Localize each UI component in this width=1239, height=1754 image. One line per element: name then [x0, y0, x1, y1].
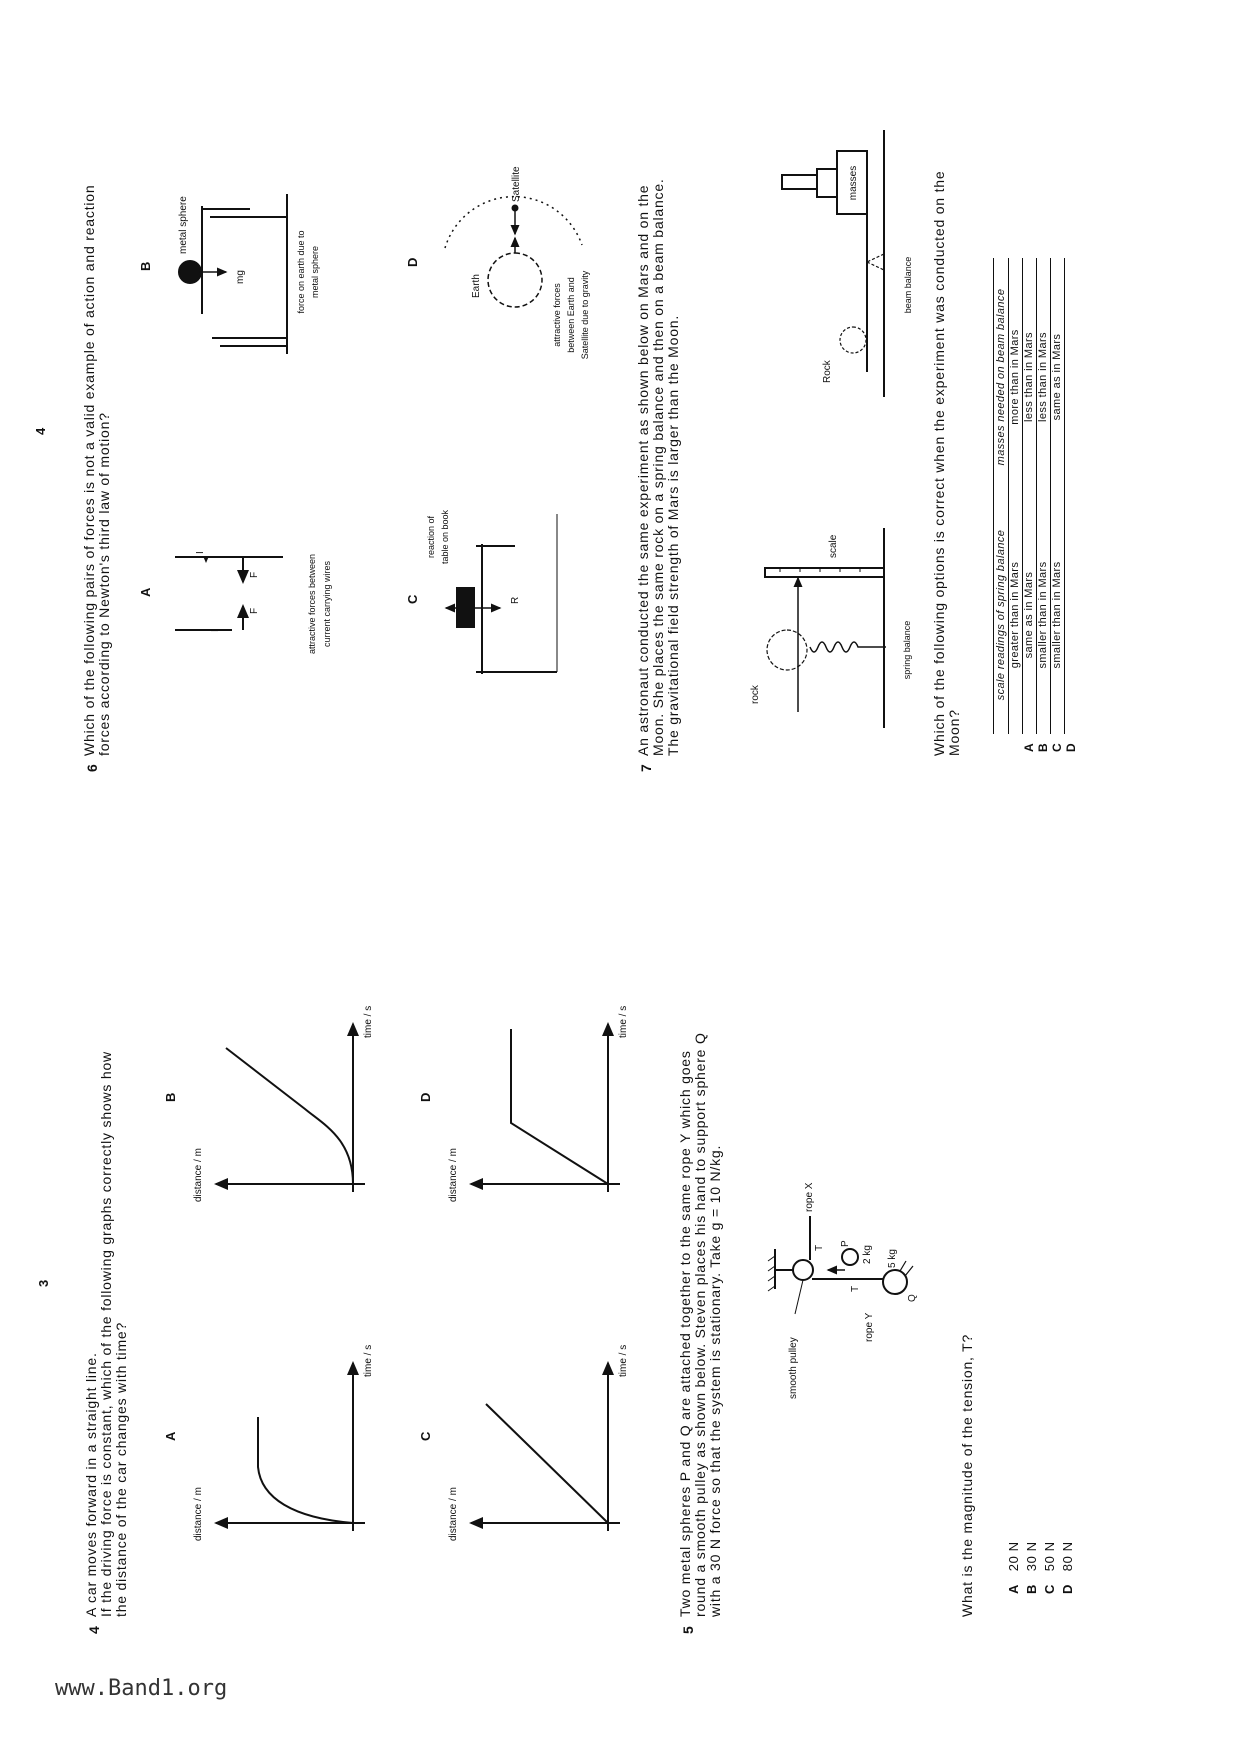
label-rope-y: rope Y — [864, 1312, 875, 1342]
y-axis-label: distance / m — [193, 1148, 204, 1202]
sphere-p-icon — [841, 1248, 859, 1266]
book-icon — [456, 587, 475, 628]
label-masses: masses — [848, 166, 859, 200]
label-satellite: Satellite — [511, 166, 522, 202]
y-axis-label: distance / m — [193, 1487, 204, 1541]
rock-icon — [839, 326, 867, 354]
q6-b-labels: metal sphere mg force on earth due to me… — [178, 196, 320, 314]
label-p-mass: 2 kg — [862, 1245, 873, 1264]
caption: current carrying wires — [322, 560, 332, 647]
mass-block — [816, 168, 838, 198]
label-tension-y: T — [850, 1286, 861, 1292]
sphere-q-icon — [882, 1269, 908, 1295]
scale-ruler — [764, 567, 885, 578]
smooth-pulley-icon — [792, 1259, 814, 1281]
x-axis-label: time / s — [363, 1345, 374, 1377]
caption: attractive forces — [552, 283, 562, 347]
q6-option-a-letter[interactable]: A — [138, 587, 153, 597]
q6-b-sphere-diagram — [178, 194, 288, 354]
label-mg: mg — [235, 270, 246, 284]
q7-beam-labels: Rock masses beam balance — [822, 166, 913, 383]
q6-option-c-letter[interactable]: C — [405, 594, 420, 604]
label-rope-x: rope X — [804, 1182, 815, 1212]
q7-spring-labels: rock scale spring balance — [750, 534, 912, 704]
ceiling-hatch — [767, 1255, 776, 1292]
x-axis-label: time / s — [363, 1006, 374, 1038]
pulley-leader-line — [794, 1279, 804, 1315]
rock-icon — [766, 629, 808, 671]
q5-labels: smooth pulley rope X rope Y T T P 2 kg Q… — [788, 1182, 918, 1399]
mass-block — [781, 174, 818, 190]
spring-icon — [809, 641, 886, 653]
label-p: P — [840, 1240, 851, 1247]
q6-c-book-diagram — [444, 514, 558, 674]
q6-a-wires-diagram — [175, 556, 283, 631]
caption: force on earth due to — [296, 230, 306, 313]
label-q: Q — [907, 1294, 918, 1302]
label-metal-sphere: metal sphere — [178, 196, 189, 254]
caption: metal sphere — [310, 246, 320, 298]
label-scale: scale — [828, 534, 839, 558]
graph-letter: C — [418, 1431, 433, 1441]
caption: table on book — [440, 509, 450, 564]
q6-option-d-letter[interactable]: D — [405, 258, 420, 267]
q6-option-b-letter[interactable]: B — [138, 262, 153, 271]
q7-beam-balance-diagram — [781, 130, 885, 397]
label-tension-x: T — [814, 1245, 825, 1251]
q6-c-labels: R reaction of table on book — [426, 509, 521, 604]
pivot-icon — [865, 253, 885, 271]
label-force: F — [249, 572, 260, 578]
graph-letter: D — [418, 1093, 433, 1102]
q6-d-earth-diagram — [444, 195, 583, 308]
q5-pulley-diagram — [767, 1216, 914, 1315]
y-axis-label: distance / m — [448, 1487, 459, 1541]
label-force: F — [249, 608, 260, 614]
caption-beam-balance: beam balance — [903, 257, 913, 314]
q6-a-labels: F F I I attractive forces between curren… — [195, 551, 332, 654]
distance-time-curve — [485, 1403, 609, 1524]
q7-spring-balance-diagram — [764, 528, 886, 728]
label-rock: rock — [750, 684, 761, 704]
distance-time-curve — [510, 1029, 609, 1185]
satellite-icon — [511, 204, 519, 212]
label-current: I — [210, 629, 221, 632]
label-r: R — [510, 597, 521, 604]
graph-letter: A — [163, 1431, 178, 1441]
caption-spring-balance: spring balance — [902, 621, 912, 680]
label-current: I — [195, 551, 206, 554]
caption: attractive forces between — [307, 554, 317, 654]
hand-icon — [899, 1260, 914, 1277]
orbit-path — [444, 195, 583, 249]
caption: reaction of — [426, 515, 436, 558]
label-smooth-pulley: smooth pulley — [788, 1337, 799, 1399]
x-axis-label: time / s — [618, 1006, 629, 1038]
distance-time-curve — [225, 1047, 354, 1185]
label-rock: Rock — [822, 359, 833, 383]
metal-sphere-icon — [178, 260, 202, 284]
label-earth: Earth — [471, 274, 482, 298]
x-axis-label: time / s — [618, 1345, 629, 1377]
y-axis-label: distance / m — [448, 1148, 459, 1202]
graph-letter: B — [163, 1093, 178, 1102]
distance-time-curve — [257, 1417, 354, 1524]
q6-d-labels: Satellite Earth attractive forces betwee… — [471, 166, 590, 359]
caption: between Earth and — [566, 277, 576, 353]
caption: Satellite due to gravity — [580, 270, 590, 359]
earth-icon — [487, 252, 543, 308]
label-q-mass: 5 kg — [887, 1249, 898, 1268]
watermark: www.Band1.org — [55, 1676, 228, 1701]
